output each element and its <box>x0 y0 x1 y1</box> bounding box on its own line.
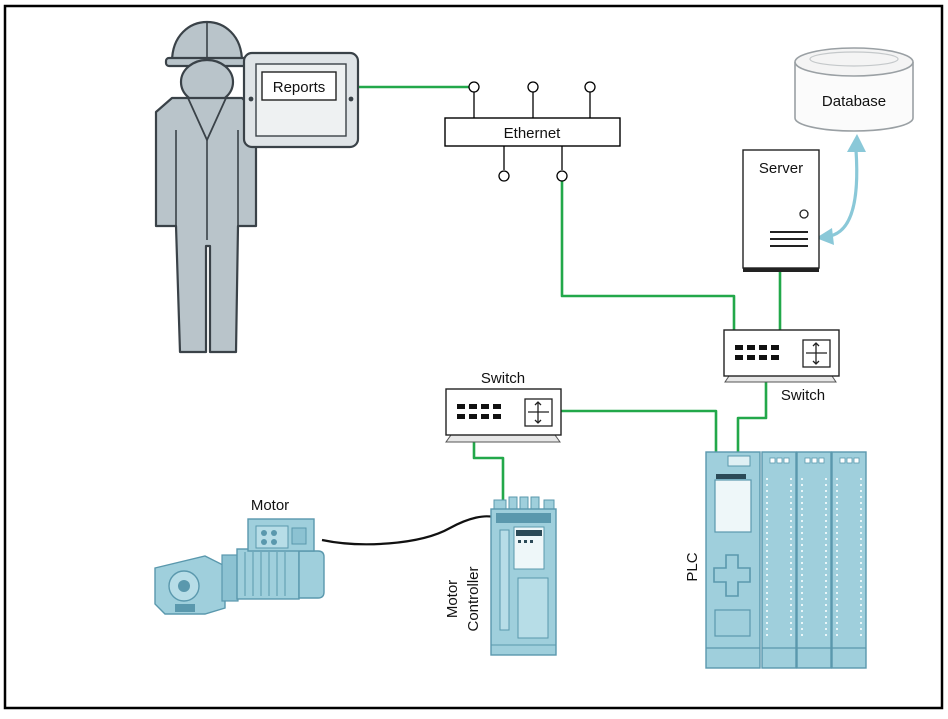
ethernet-box <box>444 117 621 147</box>
reports-button[interactable] <box>261 71 337 101</box>
motor-controller-icon: Motor Controller <box>444 496 557 656</box>
line-switch-top-to-plc <box>736 354 768 452</box>
line-ethernet-to-switch-top <box>560 176 736 346</box>
motor-controller-label-line1: Motor <box>444 580 461 618</box>
motor-icon: Motor <box>154 497 325 615</box>
database-label: Database <box>822 93 886 110</box>
database-link <box>816 134 866 245</box>
motor-controller-label-line2: Controller <box>465 566 482 631</box>
switch-top-label: Switch <box>781 387 825 404</box>
switch-mid-label: Switch <box>481 370 525 387</box>
worker-icon <box>154 20 258 354</box>
plc-icon: PLC <box>684 451 867 669</box>
tablet-icon: Reports <box>242 51 360 149</box>
server-label: Server <box>759 160 803 177</box>
switch-mid-icon: Switch <box>445 370 562 443</box>
line-switch-mid-to-plc <box>503 409 718 452</box>
ethernet-stubs <box>473 92 591 170</box>
ethernet-label: Ethernet <box>504 125 562 142</box>
ethernet-nodes <box>468 81 596 182</box>
reports-label: Reports <box>273 79 326 96</box>
motor-cable <box>321 515 494 546</box>
server-icon: Server <box>742 149 820 272</box>
plc-label: PLC <box>684 552 701 581</box>
motor-label: Motor <box>251 497 289 514</box>
switch-top-icon: Switch <box>723 329 840 404</box>
database-icon: Database <box>794 47 914 132</box>
